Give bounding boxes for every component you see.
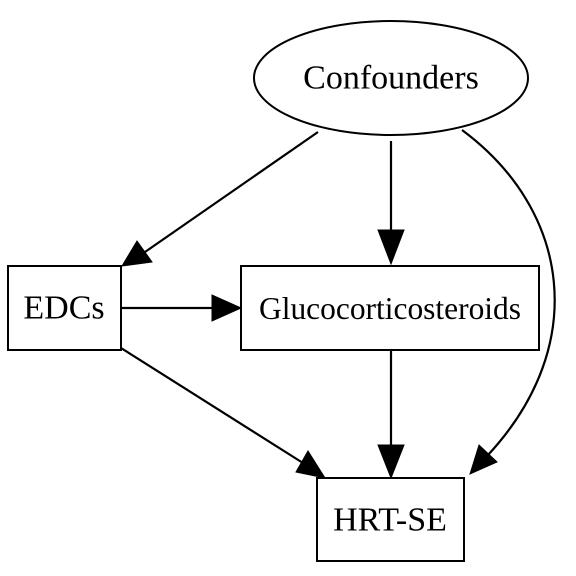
node-hrt-se-label: HRT-SE: [333, 502, 447, 539]
edge-edcs-to-hrt-se: [120, 347, 327, 479]
edge-edcs-to-glucocorticosteroids: [121, 294, 243, 322]
node-confounders-label: Confounders: [303, 60, 479, 97]
node-hrt-se: HRT-SE: [316, 477, 465, 562]
edge-confounders-to-glucocorticosteroids: [377, 141, 405, 266]
edge-glucocorticosteroids-to-hrt-se: [377, 350, 405, 480]
node-edcs: EDCs: [7, 265, 122, 351]
node-glucocorticosteroids-label: Glucocorticosteroids: [259, 290, 521, 326]
node-edcs-label: EDCs: [23, 290, 104, 327]
edge-confounders-to-hrt-se: [461, 129, 556, 475]
node-confounders: Confounders: [253, 20, 529, 136]
edges: [120, 129, 556, 480]
node-glucocorticosteroids: Glucocorticosteroids: [240, 265, 540, 351]
edge-confounders-to-edcs: [121, 131, 319, 267]
